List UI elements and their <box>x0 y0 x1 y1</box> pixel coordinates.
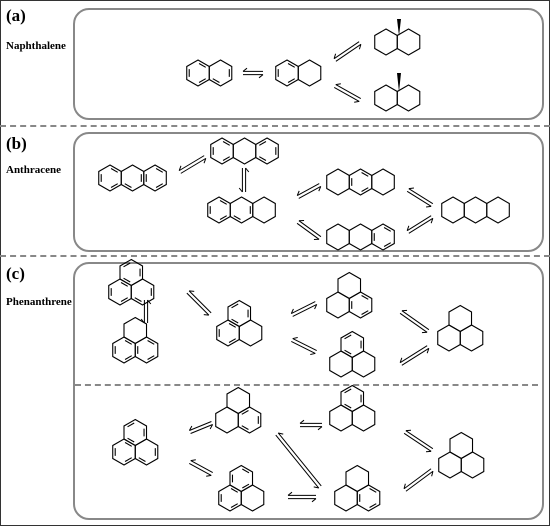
perhydroanthracene-structure <box>441 196 510 224</box>
octahydroanthracene-structure <box>326 168 395 196</box>
eq-arrow-c13 <box>403 468 434 492</box>
eq-arrow-b5 <box>406 187 434 208</box>
eq-arrow-c8 <box>188 459 214 477</box>
naphthalene-structure <box>186 59 233 87</box>
panel-a-letter: (a) <box>6 6 26 25</box>
anthracene-structure <box>98 164 167 192</box>
panel-c-letter: (c) <box>6 264 25 283</box>
tetrahydroanthracene-structure <box>207 196 276 224</box>
eq-arrow-c5 <box>399 309 430 334</box>
tetralin-structure <box>275 59 322 87</box>
eq-arrow-b2 <box>238 167 250 193</box>
panel-a-box <box>73 8 544 120</box>
eq-arrow-c6 <box>399 345 430 366</box>
dihydrophenanthrene-structure-lower <box>218 464 265 512</box>
octahydroanthracene-isomer-structure <box>326 223 395 251</box>
separator-b-c <box>0 255 550 257</box>
trans-decalin-structure <box>374 28 421 56</box>
phenanthrene-structure-lower <box>112 418 159 466</box>
panel-a-name: Naphthalene <box>6 40 66 52</box>
separator-a-b <box>0 125 550 127</box>
panel-b-letter: (b) <box>6 134 27 153</box>
eq-arrow-c11 <box>287 491 317 503</box>
eq-arrow-a3 <box>333 83 362 103</box>
panel-b-name: Anthracene <box>6 164 61 176</box>
eq-arrow-c12 <box>403 429 434 453</box>
octahydrophenanthrene-structure-b <box>329 330 376 378</box>
eq-arrow-a1 <box>242 67 264 79</box>
eq-arrow-c2 <box>186 290 212 316</box>
separator-c-inner <box>75 384 538 386</box>
octahydrophenanthrene-structure-lower-b <box>334 464 381 512</box>
eq-arrow-c7 <box>188 421 214 434</box>
dihydroanthracene-structure <box>210 137 279 165</box>
octahydrophenanthrene-structure-a <box>326 271 373 319</box>
eq-arrow-b3 <box>296 183 322 199</box>
perhydrophenanthrene-structure-upper <box>437 304 484 352</box>
eq-arrow-b1 <box>178 155 207 174</box>
octahydrophenanthrene-structure-lower-a <box>329 384 376 432</box>
eq-arrow-c9 <box>275 432 322 489</box>
cis-decalin-structure <box>374 84 421 112</box>
eq-arrow-b4 <box>296 219 322 241</box>
eq-arrow-c4 <box>291 337 317 355</box>
eq-arrow-c10 <box>299 419 323 431</box>
decalin-wedge-top <box>397 19 401 36</box>
panel-c-name: Phenanthrene <box>6 296 72 308</box>
dihydrophenanthrene-structure <box>112 316 159 364</box>
eq-arrow-c3 <box>290 301 318 317</box>
perhydrophenanthrene-structure-lower <box>438 431 485 479</box>
tetrahydrophenanthrene-structure-upper <box>216 299 263 347</box>
phenanthrene-structure-upper <box>108 258 155 306</box>
eq-arrow-a2 <box>333 41 362 62</box>
tetrahydrophenanthrene-structure-lower-a <box>215 386 262 434</box>
decalin-wedge-bottom <box>397 73 401 92</box>
eq-arrow-b6 <box>406 215 434 234</box>
